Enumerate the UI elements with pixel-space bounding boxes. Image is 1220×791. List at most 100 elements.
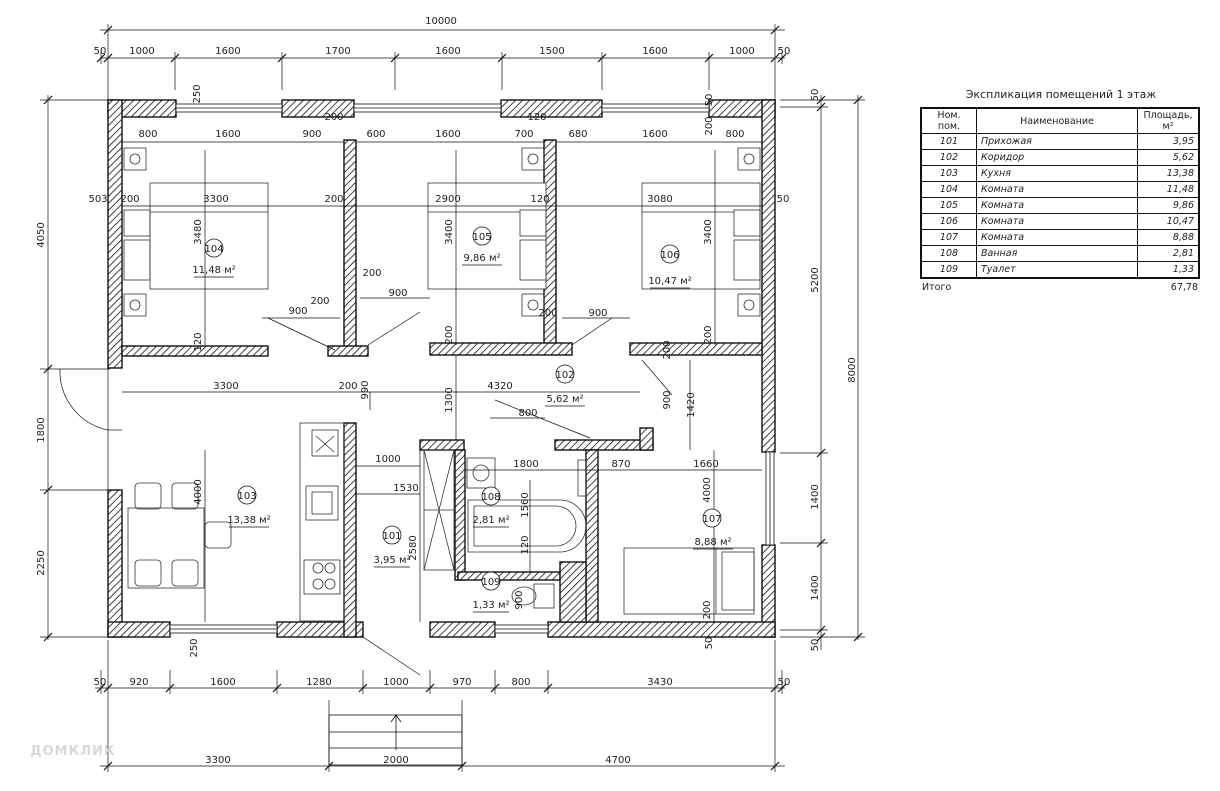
bed-107 bbox=[623, 547, 755, 615]
bathroom-fixtures bbox=[466, 457, 587, 609]
dim-left: 4050 bbox=[36, 222, 47, 247]
dim-200: 200 bbox=[324, 194, 343, 205]
dim-200-bed: 200 bbox=[702, 600, 713, 619]
dim-inner: 1600 bbox=[435, 129, 460, 140]
room-schedule: Экспликация помещений 1 этаж Ном. пом. Н… bbox=[920, 88, 1202, 293]
dim-3400: 3400 bbox=[703, 219, 714, 244]
dim-250-top: 250 bbox=[192, 84, 203, 103]
dim-bottom: 920 bbox=[129, 677, 148, 688]
dim-4320: 4320 bbox=[487, 381, 512, 392]
room-label-102: 102 5,62 м² bbox=[545, 364, 585, 407]
dim-inner: 900 bbox=[302, 129, 321, 140]
dim-bottom: 3430 bbox=[647, 677, 672, 688]
dim-top: 1000 bbox=[129, 46, 154, 57]
dim-503: 503 bbox=[88, 194, 107, 205]
dim-bottom-total: 4700 bbox=[605, 755, 630, 766]
dim-900-wc: 900 bbox=[514, 590, 525, 609]
svg-text:101: 101 bbox=[382, 531, 401, 542]
table-header-row: Ном. пом. Наименование Площадь, м² bbox=[920, 107, 1200, 134]
room-label-105: 105 9,86 м² bbox=[462, 226, 502, 266]
dim-1560: 1560 bbox=[520, 492, 531, 517]
dim-right: 50 bbox=[810, 639, 821, 652]
dim-3400: 3400 bbox=[444, 219, 455, 244]
dim-top: 1500 bbox=[539, 46, 564, 57]
total-value: 67,78 bbox=[1170, 282, 1198, 293]
dim-inner: 800 bbox=[138, 129, 157, 140]
entrance-steps bbox=[328, 714, 463, 766]
right-dimension-lines bbox=[780, 95, 865, 650]
dim-right: 1400 bbox=[810, 484, 821, 509]
dim-1420: 1420 bbox=[686, 392, 697, 417]
dim-bottom: 1000 bbox=[383, 677, 408, 688]
dim-right: 50 bbox=[810, 89, 821, 102]
dim-top: 1600 bbox=[435, 46, 460, 57]
dim-900: 900 bbox=[662, 390, 673, 409]
svg-text:102: 102 bbox=[555, 370, 574, 381]
svg-text:9,86 м²: 9,86 м² bbox=[464, 253, 501, 264]
dim-2580: 2580 bbox=[408, 535, 419, 560]
dim-200: 200 bbox=[120, 194, 139, 205]
dim-left: 2250 bbox=[36, 550, 47, 575]
schedule-total: Итого 67,78 bbox=[920, 279, 1200, 293]
room-label-101: 101 3,95 м² bbox=[374, 525, 411, 568]
svg-text:108: 108 bbox=[481, 492, 500, 503]
dim-bottom: 1600 bbox=[210, 677, 235, 688]
dim-120: 120 bbox=[530, 194, 549, 205]
dim-4000: 4000 bbox=[702, 477, 713, 502]
svg-text:106: 106 bbox=[660, 250, 679, 261]
dim-120-top: 120 bbox=[527, 112, 546, 123]
dim-120-side: 120 bbox=[193, 332, 204, 351]
dim-inner: 1600 bbox=[215, 129, 240, 140]
dim-4000: 4000 bbox=[193, 479, 204, 504]
svg-text:2,81 м²: 2,81 м² bbox=[473, 515, 510, 526]
dim-3300-room104: 3300 bbox=[203, 194, 228, 205]
dim-200-side: 200 bbox=[662, 340, 673, 359]
dim-200-door: 200 bbox=[310, 296, 329, 307]
dim-left: 1800 bbox=[36, 417, 47, 442]
dim-right: 1400 bbox=[810, 575, 821, 600]
left-dimension-lines bbox=[40, 95, 110, 642]
interior-dimension-lines bbox=[122, 150, 762, 622]
dim-bottom-total: 2000 bbox=[383, 755, 408, 766]
dim-200-door: 200 bbox=[538, 308, 557, 319]
room-label-103: 103 13,38 м² bbox=[227, 485, 271, 528]
dim-200-topright: 200 bbox=[704, 116, 715, 135]
room-label-107: 107 8,88 м² bbox=[693, 508, 733, 550]
header-area: Площадь, м² bbox=[1137, 107, 1200, 134]
svg-text:10,47 м²: 10,47 м² bbox=[648, 276, 691, 287]
dim-2900: 2900 bbox=[435, 194, 460, 205]
dim-900: 900 bbox=[288, 306, 307, 317]
dim-200-door: 200 bbox=[362, 268, 381, 279]
svg-text:1,33 м²: 1,33 м² bbox=[473, 600, 510, 611]
dim-990: 990 bbox=[360, 380, 371, 399]
dim-870: 870 bbox=[611, 459, 630, 470]
dim-top: 1700 bbox=[325, 46, 350, 57]
dim-900: 900 bbox=[388, 288, 407, 299]
dim-1660: 1660 bbox=[693, 459, 718, 470]
kitchen-furniture bbox=[127, 422, 345, 622]
dim-top: 1000 bbox=[729, 46, 754, 57]
dim-1530: 1530 bbox=[393, 483, 418, 494]
svg-text:13,38 м²: 13,38 м² bbox=[227, 515, 270, 526]
dim-bottom: 970 bbox=[452, 677, 471, 688]
svg-text:104: 104 bbox=[204, 244, 223, 255]
dim-bottom: 50 bbox=[778, 677, 791, 688]
dim-50-right: 50 bbox=[777, 194, 790, 205]
dim-top: 1600 bbox=[215, 46, 240, 57]
dim-bottom: 1280 bbox=[306, 677, 331, 688]
dim-3300-kitchen: 3300 bbox=[213, 381, 238, 392]
walls bbox=[107, 99, 776, 638]
dim-top: 50 bbox=[94, 46, 107, 57]
dim-bottom-total: 3300 bbox=[205, 755, 230, 766]
dim-200-top: 200 bbox=[324, 112, 343, 123]
svg-text:11,48 м²: 11,48 м² bbox=[192, 265, 235, 276]
dim-200-side: 200 bbox=[444, 325, 455, 344]
